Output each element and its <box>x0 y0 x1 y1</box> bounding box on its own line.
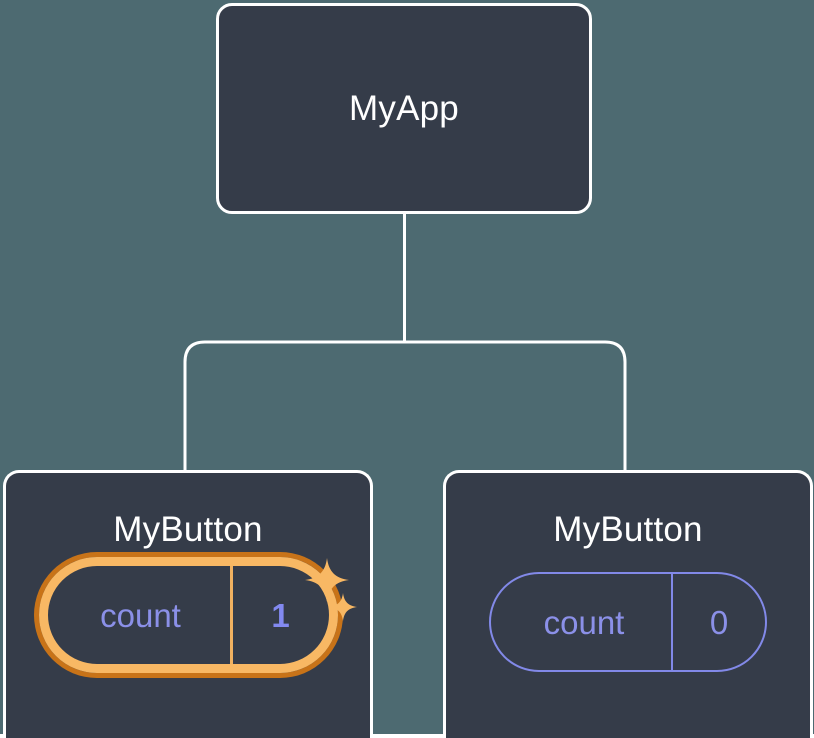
node-title: MyApp <box>349 89 459 128</box>
edge-root-to-child-right <box>404 340 627 472</box>
state-key-label: count <box>100 596 181 634</box>
node-title: MyButton <box>553 510 703 549</box>
node-title: MyButton <box>113 510 263 549</box>
edge-root-to-child-left <box>183 340 405 472</box>
state-value-label: 0 <box>671 574 765 670</box>
state-key-label: count <box>543 603 625 641</box>
state-pill-wrapper: count 1 <box>38 557 357 673</box>
state-pill-highlighted[interactable]: count 1 <box>38 557 338 673</box>
node-root-myapp[interactable]: MyApp <box>216 3 592 214</box>
state-pill-wrapper: count 0 <box>489 572 767 672</box>
state-value-label: 1 <box>229 566 329 664</box>
state-pill[interactable]: count 0 <box>489 572 767 672</box>
node-child-mybutton-right[interactable]: MyButton count 0 <box>443 470 813 738</box>
node-child-mybutton-left[interactable]: MyButton count 1 <box>3 470 373 738</box>
